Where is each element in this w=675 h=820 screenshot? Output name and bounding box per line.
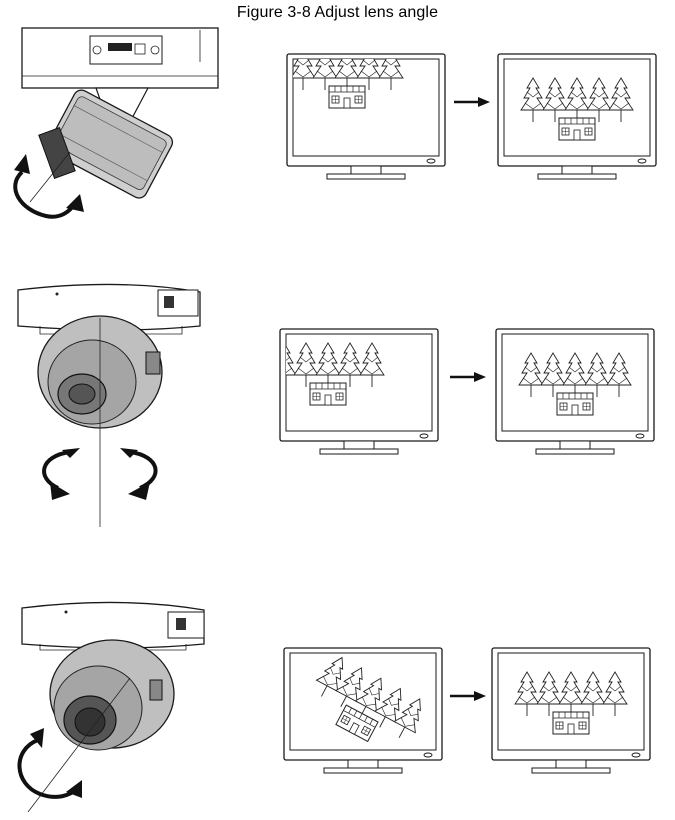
step-tilt [0, 22, 675, 222]
step-rotate [0, 598, 675, 820]
right-arrow-icon [448, 689, 488, 703]
right-arrow-icon [448, 370, 488, 384]
figure-caption: Figure 3-8 Adjust lens angle [236, 4, 439, 21]
step-pan [0, 282, 675, 532]
monitor-icon [279, 328, 439, 455]
dome-camera-icon [17, 283, 201, 527]
monitor-icon [286, 53, 446, 180]
dome-camera-icon [13, 27, 219, 219]
monitor-icon [491, 647, 651, 774]
monitor-icon [283, 647, 443, 774]
monitor-icon [497, 53, 657, 180]
monitor-icon [495, 328, 655, 455]
dome-camera-icon [17, 601, 205, 813]
right-arrow-icon [452, 95, 492, 109]
